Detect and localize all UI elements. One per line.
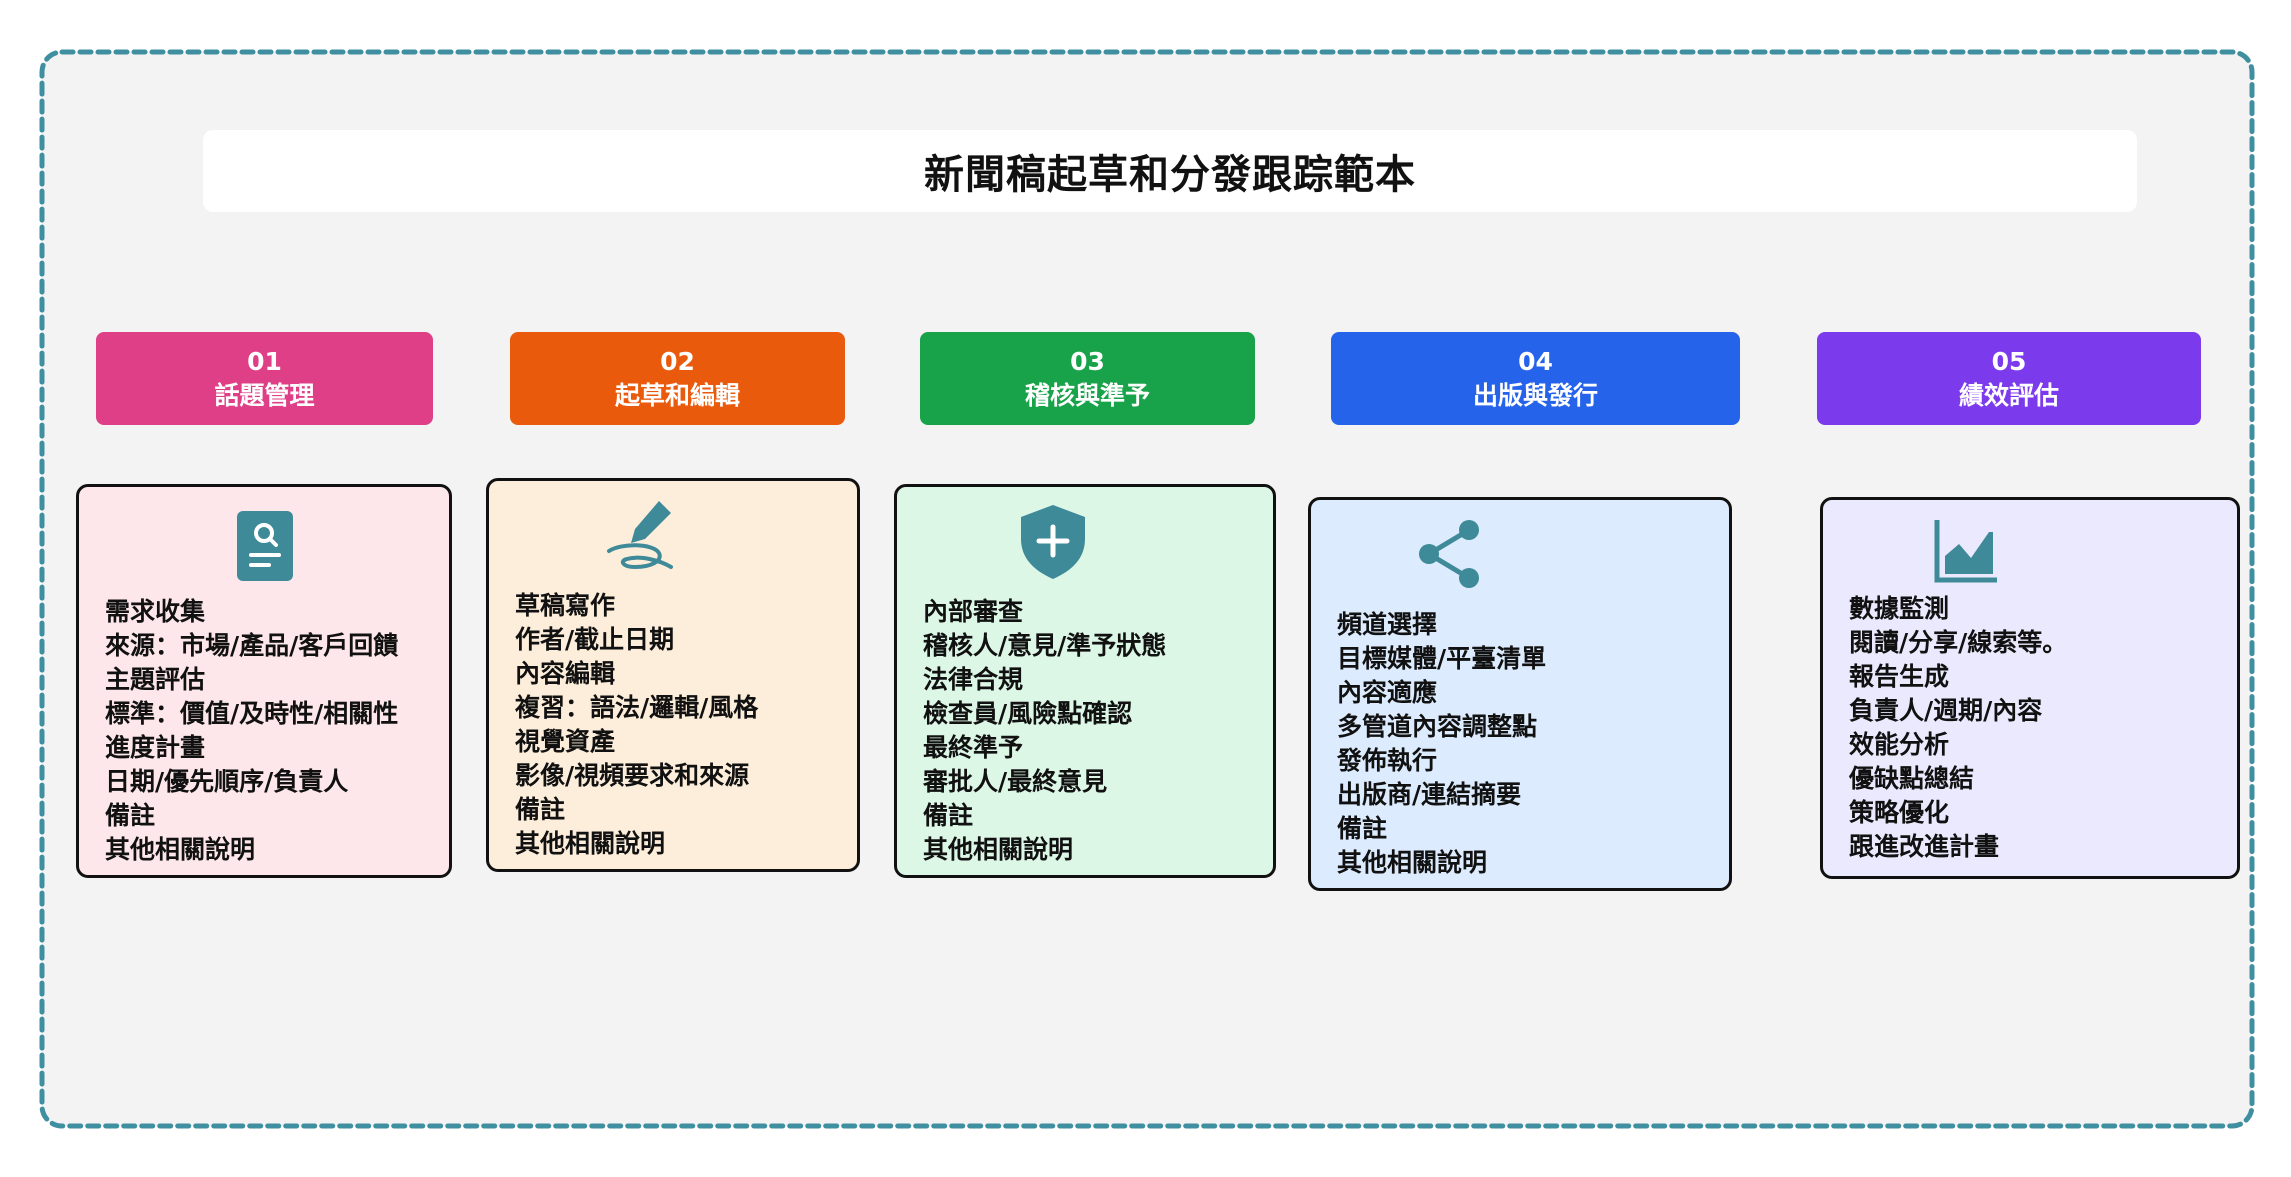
list-item: 效能分析 [1849,730,1950,759]
stage-items: 數據監測 閱讀/分享/線索等。 報告生成 負責人/週期/內容 效能分析 優缺點總… [1849,592,2067,864]
list-item: 內容編輯 [515,659,616,688]
stage-items: 頻道選擇 目標媒體/平臺清單 內容適應 多管道內容調整點 發佈執行 出版商/連結… [1337,608,1546,880]
list-item: 多管道內容調整點 [1337,712,1538,741]
list-item: 內部審查 [923,597,1024,626]
stage-items: 草稿寫作 作者/截止日期 內容編輯 複習：語法/邏輯/風格 視覺資產 影像/視頻… [515,589,758,861]
list-item: 數據監測 [1849,594,1950,623]
pen-signature-icon [607,501,673,570]
list-item: 需求收集 [105,597,206,626]
list-item: 草稿寫作 [515,591,616,620]
stage-label: 出版與發行 [1472,380,1598,410]
stage-header-05: 05 績效評估 [1817,332,2201,425]
stage-items: 需求收集 來源：市場/產品/客戶回饋 主題評估 標準：價值/及時性/相關性 進度… [105,595,398,867]
list-item: 策略優化 [1849,798,1950,827]
list-item: 其他相關說明 [1337,848,1488,877]
title-bar: 新聞稿起草和分發跟踪範本 [203,130,2137,212]
list-item: 視覺資產 [515,727,616,756]
list-item: 進度計畫 [105,733,206,762]
list-item: 備註 [923,801,974,830]
stage-header-02: 02 起草和編輯 [510,332,845,425]
list-item: 複習：語法/邏輯/風格 [515,693,759,722]
list-item: 內容適應 [1337,678,1438,707]
stage-number: 03 [1070,346,1105,376]
list-item: 最終準予 [923,733,1024,762]
share-icon [1419,520,1479,588]
shield-plus-icon [1021,505,1085,579]
stage-label: 起草和編輯 [614,380,740,410]
area-chart-icon [1934,520,1997,583]
document-search-icon [237,511,293,581]
stage-number: 04 [1518,346,1553,376]
list-item: 檢查員/風險點確認 [923,699,1133,728]
list-item: 優缺點總結 [1849,764,1975,793]
list-item: 負責人/週期/內容 [1849,696,2043,725]
list-item: 報告生成 [1849,662,1950,691]
stage-card-03: 內部審查 稽核人/意見/準予狀態 法律合規 檢查員/風險點確認 最終準予 審批人… [894,484,1276,878]
list-item: 其他相關說明 [105,835,256,864]
list-item: 稽核人/意見/準予狀態 [923,631,1167,660]
stage-number: 01 [247,346,282,376]
list-item: 其他相關說明 [515,829,666,858]
stage-header-04: 04 出版與發行 [1331,332,1740,425]
list-item: 頻道選擇 [1337,610,1438,639]
stage-label: 稽核與準予 [1024,380,1150,410]
list-item: 審批人/最終意見 [923,767,1108,796]
stage-header-03: 03 稽核與準予 [920,332,1255,425]
stage-header-01: 01 話題管理 [96,332,433,425]
stage-card-01: 需求收集 來源：市場/產品/客戶回饋 主題評估 標準：價值/及時性/相關性 進度… [76,484,452,878]
list-item: 出版商/連結摘要 [1337,780,1522,809]
list-item: 備註 [105,801,156,830]
stage-number: 05 [1991,346,2027,376]
stage-card-05: 數據監測 閱讀/分享/線索等。 報告生成 負責人/週期/內容 效能分析 優缺點總… [1820,497,2240,879]
list-item: 主題評估 [105,665,206,694]
list-item: 來源：市場/產品/客戶回饋 [105,631,399,660]
list-item: 跟進改進計畫 [1849,832,2000,861]
list-item: 其他相關說明 [923,835,1074,864]
list-item: 作者/截止日期 [515,625,675,654]
stage-number: 02 [660,346,695,376]
list-item: 日期/優先順序/負責人 [105,767,349,796]
stage-label: 話題管理 [214,380,315,410]
stage-items: 內部審查 稽核人/意見/準予狀態 法律合規 檢查員/風險點確認 最終準予 審批人… [923,595,1166,867]
list-item: 閱讀/分享/線索等。 [1849,628,2068,657]
stage-card-02: 草稿寫作 作者/截止日期 內容編輯 複習：語法/邏輯/風格 視覺資產 影像/視頻… [486,478,860,872]
list-item: 法律合規 [923,665,1024,694]
list-item: 備註 [515,795,566,824]
stage-card-04: 頻道選擇 目標媒體/平臺清單 內容適應 多管道內容調整點 發佈執行 出版商/連結… [1308,497,1732,891]
list-item: 備註 [1337,814,1388,843]
list-item: 目標媒體/平臺清單 [1337,644,1547,673]
stage-label: 績效評估 [1958,380,2059,410]
list-item: 發佈執行 [1337,746,1438,775]
page-title: 新聞稿起草和分發跟踪範本 [924,152,1416,198]
list-item: 標準：價值/及時性/相關性 [105,699,399,728]
list-item: 影像/視頻要求和來源 [515,761,750,790]
